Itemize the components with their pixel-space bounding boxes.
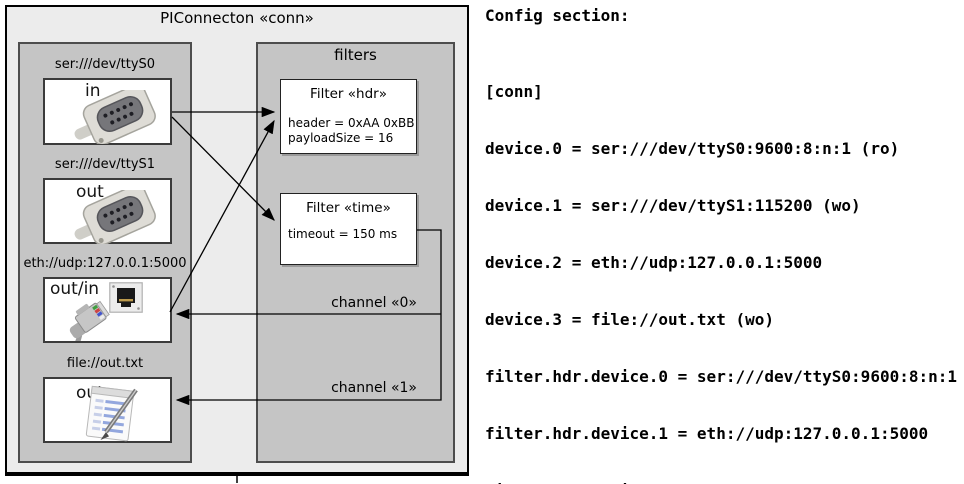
config-section: Config section: [conn] device.0 = ser://… bbox=[485, 0, 964, 484]
diagram-title: PIConnecton «conn» bbox=[160, 9, 314, 27]
device-label-file: file://out.txt bbox=[66, 356, 144, 371]
config-line: filter.hdr.splitMode = header bbox=[485, 481, 964, 484]
device-box-ttyS1: out bbox=[43, 178, 172, 244]
config-line: device.3 = file://out.txt (wo) bbox=[485, 310, 774, 329]
device-label-ttyS1: ser:///dev/ttyS1 bbox=[54, 157, 156, 172]
device-direction: in bbox=[85, 81, 101, 101]
config-line: device.2 = eth://udp:127.0.0.1:5000 bbox=[485, 253, 823, 272]
filter-title: Filter «time» bbox=[306, 200, 391, 216]
config-line: device.1 = ser:///dev/ttyS1:115200 (wo) bbox=[485, 196, 861, 215]
config-line: filter.hdr.device.0 = ser:///dev/ttyS0:9… bbox=[485, 367, 958, 386]
device-box-file: out bbox=[43, 377, 172, 443]
filter-property: timeout = 150 ms bbox=[288, 227, 398, 241]
serial-connector-icon bbox=[74, 90, 156, 144]
device-label-eth: eth://udp:127.0.0.1:5000 bbox=[23, 256, 187, 271]
filter-box-hdr: Filter «hdr» header = 0xAA 0xBB payloadS… bbox=[280, 79, 417, 154]
device-direction: out/in bbox=[50, 279, 100, 299]
serial-connector-icon bbox=[74, 190, 156, 244]
config-lines: [conn] device.0 = ser:///dev/ttyS0:9600:… bbox=[485, 44, 964, 484]
ethernet-plug-icon bbox=[69, 300, 110, 341]
filter-property: header = 0xAA 0xBB bbox=[288, 116, 415, 130]
notepad-icon bbox=[85, 385, 138, 442]
device-box-eth: out/in bbox=[43, 277, 172, 343]
config-heading: Config section: bbox=[485, 6, 630, 25]
ethernet-jack-icon bbox=[109, 282, 143, 313]
filter-box-time: Filter «time» timeout = 150 ms bbox=[280, 193, 417, 265]
filter-property: payloadSize = 16 bbox=[288, 131, 394, 145]
device-box-ttyS0: in bbox=[43, 78, 172, 145]
channel-1-label: channel «1» bbox=[331, 380, 417, 396]
filter-title: Filter «hdr» bbox=[310, 86, 387, 102]
device-direction: out bbox=[76, 182, 104, 202]
config-line: filter.hdr.device.1 = eth://udp:127.0.0.… bbox=[485, 424, 929, 443]
channel-0-label: channel «0» bbox=[331, 295, 417, 311]
config-line: device.0 = ser:///dev/ttyS0:9600:8:n:1 (… bbox=[485, 139, 900, 158]
filters-panel-title: filters bbox=[334, 46, 377, 64]
config-line: [conn] bbox=[485, 82, 543, 101]
device-label-ttyS0: ser:///dev/ttyS0 bbox=[54, 57, 156, 72]
